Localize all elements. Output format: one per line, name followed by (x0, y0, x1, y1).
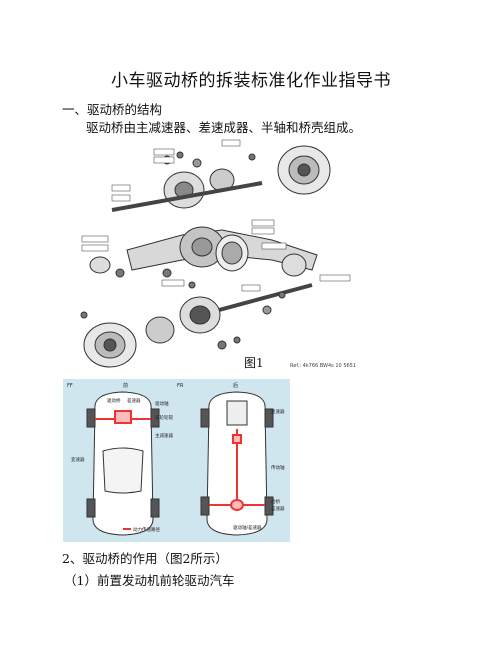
figure2-drivetrain-layout: FF FR 前 后 (63, 379, 290, 542)
section1-heading: 一、驱动桥的结构 (62, 102, 163, 117)
legend-text: 动力传递路径 (133, 526, 160, 533)
exploded-axle-drawing (80, 139, 351, 368)
figure1-caption: 图1 (244, 356, 264, 370)
left-title: 前 (123, 382, 128, 389)
fig2-label-driveaxle: 驱动桥 (107, 397, 121, 404)
fig2-label-r-trans: 变速器 (271, 408, 285, 415)
fig2-label-rear-axle: 后桥 (271, 498, 280, 505)
fig2-label-final-drive: 主减速器 (155, 432, 173, 439)
fig2-label-hub: 前轮轮毂 (155, 414, 173, 421)
panel-fr-tag: FR (177, 383, 184, 389)
fig2-label-transmission: 变速器 (71, 456, 85, 463)
fig2-label-r-shaft: 驱动轴/差速器 (233, 524, 262, 531)
section2-heading: 2、驱动桥的作用（图2所示） (62, 551, 228, 566)
fig2-label-r-diff: 差速器 (271, 505, 285, 512)
section1-text: 驱动桥由主减速器、差速成器、半轴和桥壳组成。 (86, 120, 362, 135)
document-title: 小车驱动桥的拆装标准化作业指导书 (111, 71, 391, 91)
fig2-label-propshaft: 传动轴 (271, 464, 285, 471)
section2-item1: （1）前置发动机前轮驱动汽车 (64, 573, 235, 588)
panel-ff-tag: FF (67, 383, 73, 389)
figure1-exploded-axle (72, 135, 374, 370)
figure1-note: Ref.: 4k766 BW4s 10 5651 (290, 363, 357, 369)
fig2-label-driveshaft: 驱动轴 (155, 400, 169, 407)
fig2-label-diff: 差速器 (127, 397, 141, 404)
drivetrain-drawing: FF FR 前 后 (67, 382, 285, 536)
right-title: 后 (233, 382, 238, 389)
